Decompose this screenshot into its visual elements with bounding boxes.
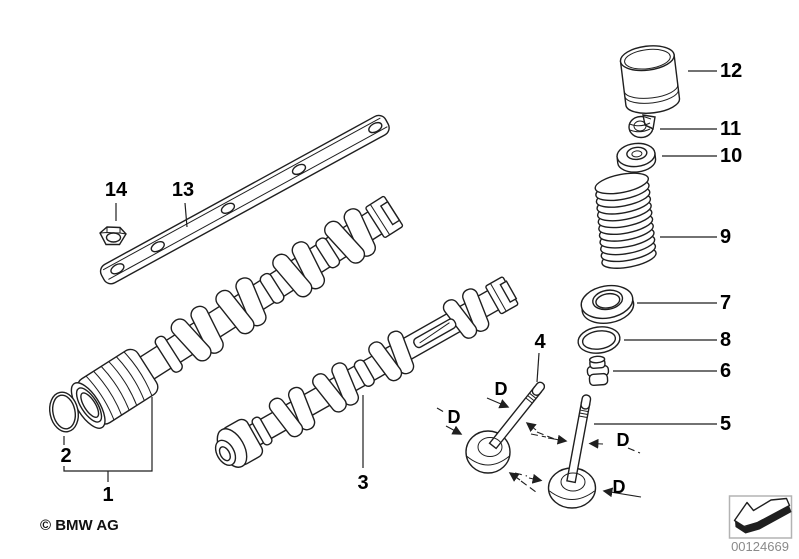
tappet-part-12 [619, 45, 681, 114]
callout-9: 9 [720, 226, 731, 248]
callout-8: 8 [720, 329, 731, 351]
camshaft-part-1 [70, 195, 404, 429]
callout-2: 2 [60, 445, 71, 467]
callout-7: 7 [720, 292, 731, 314]
callout-11: 11 [720, 118, 741, 140]
dimension-annotations [436, 397, 642, 498]
valve-part-4 [465, 381, 546, 474]
dimension-label-d: D [448, 407, 461, 427]
copyright-text: © BMW AG [40, 517, 119, 534]
callout-6: 6 [720, 360, 731, 382]
dimension-label-d: D [495, 379, 508, 399]
callout-3: 3 [357, 472, 368, 494]
callout-14: 14 [105, 179, 128, 201]
dimension-label-d: D [617, 430, 630, 450]
nut-part-14 [99, 226, 127, 246]
document-number: 00124669 [731, 539, 789, 554]
rail-part-13 [99, 114, 390, 285]
camshaft-3-slot-detail [413, 318, 457, 349]
valve-part-5 [547, 394, 597, 509]
callout-10: 10 [720, 145, 742, 167]
dimension-label-d: D [613, 477, 626, 497]
camshaft-3-end-cap [485, 276, 519, 315]
spring-retainer-part-10 [616, 142, 657, 173]
callout-13: 13 [172, 179, 194, 201]
callout-labels: 12 11 10 9 7 8 6 5 4 1 2 3 14 13 [60, 60, 742, 506]
camshaft-3-front-hub [214, 418, 264, 468]
seal-ring-part-8 [577, 326, 621, 354]
valve-spring-part-9 [594, 172, 657, 269]
o-ring-part-2 [48, 391, 80, 433]
leader-lines [63, 70, 717, 482]
spring-seat-part-7 [580, 284, 635, 325]
camshaft-1-end-cap [365, 195, 404, 238]
valve-keeper-part-11 [628, 114, 656, 139]
camshaft-1-threaded-snout [70, 348, 159, 429]
callout-5: 5 [720, 413, 731, 435]
camshaft-part-3 [214, 276, 519, 468]
callout-12: 12 [720, 60, 742, 82]
dimension-labels: D D D D [448, 379, 630, 497]
valve-stem-seal-part-6 [586, 355, 610, 387]
callout-1: 1 [102, 484, 113, 506]
direction-arrow-icon [728, 495, 793, 539]
callout-4: 4 [534, 331, 546, 353]
